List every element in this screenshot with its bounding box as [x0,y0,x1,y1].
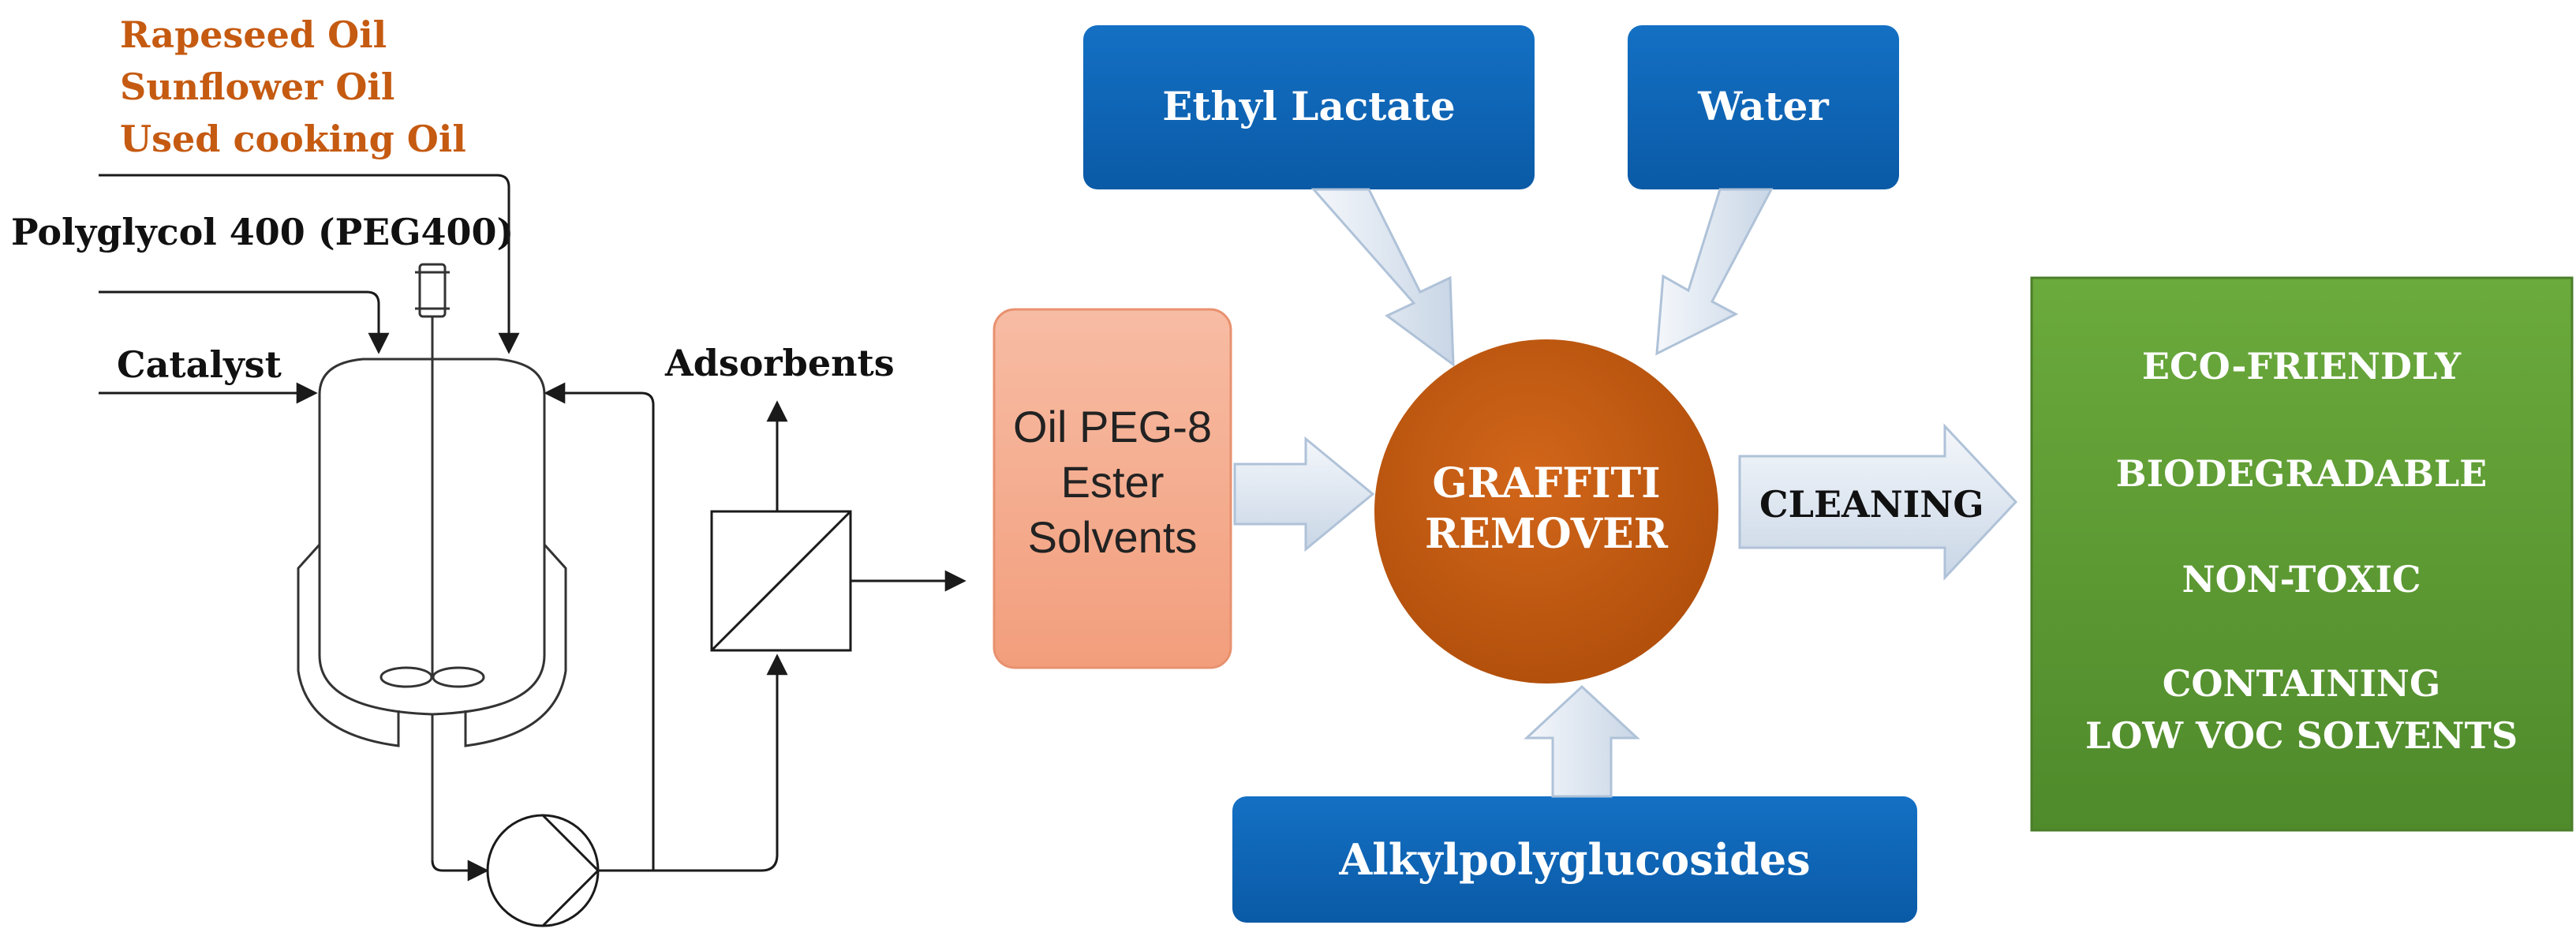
reactor [297,263,567,860]
graffiti-remover-circle [1374,339,1718,683]
arrow-ethyl-to-remover [1310,188,1455,368]
remover-line-1: GRAFFITI [1432,459,1660,507]
arrow-cleaning [1738,423,2018,581]
benefit-non-toxic: NON-TOXIC [2182,558,2421,601]
reactor-to-pump-line [431,859,489,882]
reactor-vessel [318,358,546,716]
reactor-impeller-left [379,666,433,688]
reactor-jacket [297,543,400,747]
pump [486,814,600,927]
pump-to-filter-line [761,654,788,872]
arrow-apg-to-remover [1524,684,1640,798]
polyglycol-feed-line [99,290,390,354]
benefits-box [2030,276,2574,832]
pump-triangle [541,814,600,927]
alkylpolyglucosides-label: Alkylpolyglucosides [1338,834,1810,885]
benefit-low-voc: LOW VOC SOLVENTS [2085,714,2518,757]
benefit-eco-friendly: ECO-FRIENDLY [2142,345,2462,388]
benefit-containing: CONTAINING [2163,662,2441,705]
input-lines [99,174,520,404]
alkylpolyglucosides-box [1232,796,1917,923]
adsorbents-label: Adsorbents [664,342,895,384]
remover-line-2: REMOVER [1425,510,1669,558]
ethyl-lactate-label: Ethyl Lactate [1162,83,1455,129]
feedstock-feed-line [99,174,520,354]
polyglycol-label: Polyglycol 400 (PEG400) [11,211,514,253]
cleaning-label: CLEANING [1759,483,1984,526]
product-line-3: Solvents [1028,512,1198,562]
recycle-line [544,382,655,871]
arrow-product-to-remover [1233,436,1375,552]
water-label: Water [1697,83,1829,129]
catalyst-label: Catalyst [117,343,282,386]
product-line-1: Oil PEG-8 [1013,402,1212,451]
product-box [993,308,1232,669]
benefit-biodegradable: BIODEGRADABLE [2116,452,2488,495]
water-box [1628,25,1899,189]
arrow-water-to-remover [1655,188,1774,356]
feedstock-used-cooking: Used cooking Oil [120,118,466,160]
feedstock-rapeseed: Rapeseed Oil [120,13,387,56]
feedstock-sunflower: Sunflower Oil [120,66,394,108]
ethyl-lactate-box [1083,25,1535,189]
reactor-impeller-right [432,666,485,688]
pump-loop [431,382,788,927]
product-line-2: Ester [1061,457,1165,507]
adsorbent-filter [710,400,966,652]
block-arrows [1233,188,2018,798]
